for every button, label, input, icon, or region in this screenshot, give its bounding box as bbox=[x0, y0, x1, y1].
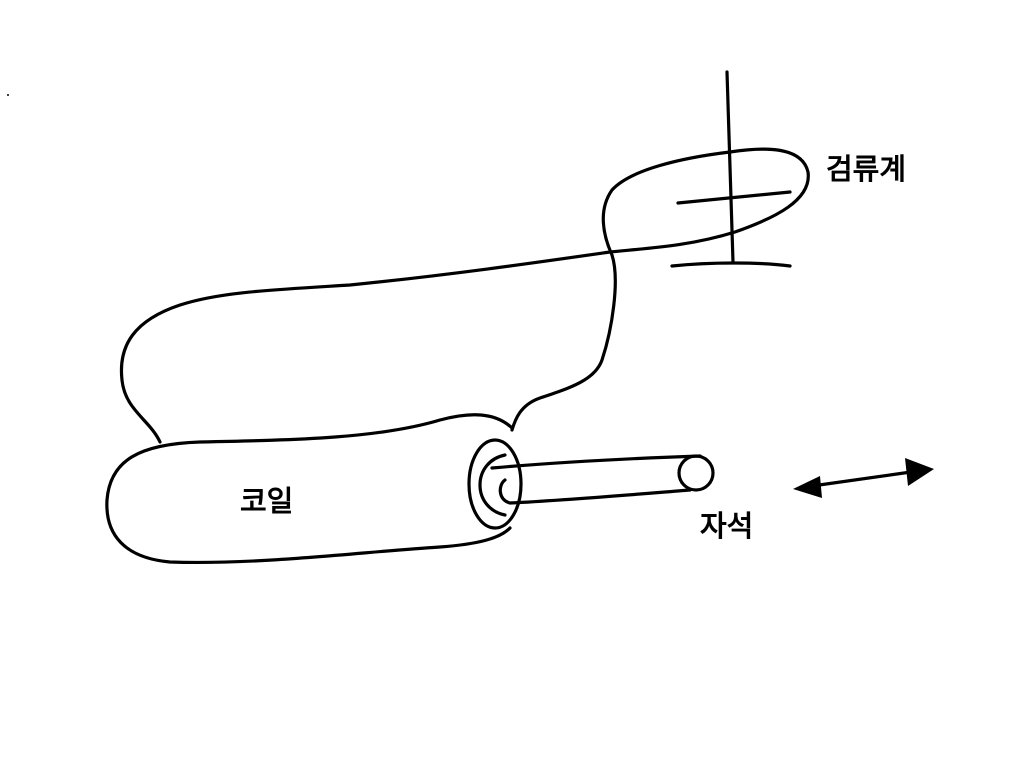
magnet-end bbox=[677, 454, 715, 492]
speck bbox=[7, 94, 9, 96]
magnet-label: 자석 bbox=[700, 509, 754, 543]
coil-inner-ring bbox=[478, 453, 507, 517]
galvanometer-needle bbox=[676, 190, 792, 205]
coil-end-ring bbox=[467, 438, 523, 530]
double-headed-arrow-icon bbox=[793, 458, 934, 498]
galvanometer-pointer-axis bbox=[725, 70, 735, 264]
galvanometer-base bbox=[670, 261, 792, 268]
coil-label: 코일 bbox=[240, 484, 294, 518]
wire-left bbox=[119, 147, 810, 444]
coil-body bbox=[105, 413, 514, 565]
magnet-rod bbox=[490, 454, 702, 505]
galvanometer-label: 검류계 bbox=[826, 152, 907, 186]
